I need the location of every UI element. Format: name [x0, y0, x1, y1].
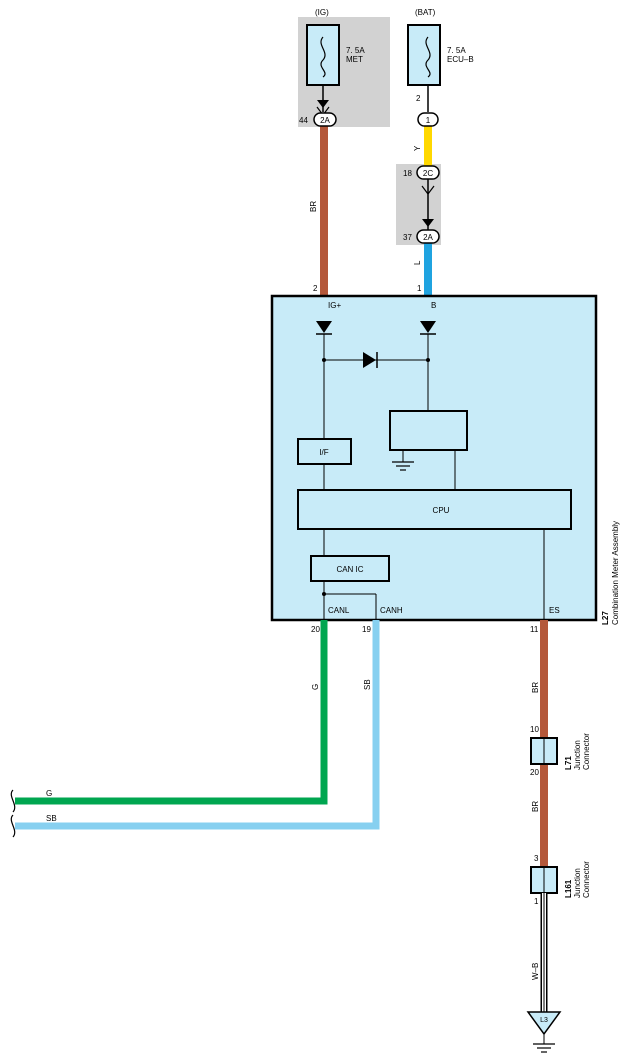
connector-1-bat — [417, 112, 439, 127]
connector-2a-ig-pin: 44 — [299, 116, 308, 125]
junction-l161-pin-bottom: 1 — [534, 897, 539, 906]
connector-2a-bat — [416, 229, 440, 244]
bat-fuse-name: ECU–B — [447, 55, 474, 64]
wire-label-l: L — [413, 260, 422, 265]
wire-sb-canh — [15, 620, 380, 830]
fuse-ecub-box — [407, 24, 441, 86]
meter-pin-b: 1 — [417, 284, 422, 293]
wire-label-wb: W–B — [531, 963, 540, 980]
meter-label-es: ES — [549, 606, 560, 615]
meter-label-canh: CANH — [380, 606, 403, 615]
connector-2a-ig — [313, 112, 337, 127]
wire-label-br-bottom-2: BR — [531, 801, 540, 812]
junction-l161-name-2: Connector — [582, 861, 591, 898]
connector-2c-pin: 18 — [403, 169, 412, 178]
junction-l71-name-1: Junction — [573, 740, 582, 770]
meter-name: Combination Meter Assembly — [611, 521, 620, 625]
bat-pin-2: 2 — [416, 94, 421, 103]
can-junction-dot — [322, 592, 326, 596]
ig-source-label: (IG) — [315, 8, 329, 17]
fuse-met-icon — [320, 36, 326, 78]
meter-pin-es: 11 — [530, 625, 539, 634]
bat-source-label: (BAT) — [415, 8, 436, 17]
connector-1-bat-code: 1 — [426, 116, 431, 125]
ground-point-l3 — [526, 1011, 562, 1036]
junction-dot-b — [426, 358, 430, 362]
junction-l71-pin-top: 10 — [530, 725, 539, 734]
fuse-ecub-icon — [425, 36, 431, 78]
wire-label-sb-vertical: SB — [363, 679, 372, 690]
meter-pin-canh: 19 — [362, 625, 371, 634]
regulator-box — [389, 410, 468, 451]
meter-pin-ig: 2 — [313, 284, 318, 293]
connector-2c — [416, 165, 440, 180]
wire-label-br-bottom-1: BR — [531, 682, 540, 693]
connector-2a-bat-code: 2A — [423, 233, 433, 242]
meter-pin-canl: 20 — [311, 625, 320, 634]
wire-label-y: Y — [413, 145, 422, 151]
diode-bridge-icon — [363, 352, 376, 368]
diode-ig-icon — [316, 321, 332, 333]
wire-label-br-top: BR — [309, 201, 318, 212]
junction-l161-pin-top: 3 — [534, 854, 539, 863]
connector-2a-bat-pin: 37 — [403, 233, 412, 242]
ig-fuse-rating: 7. 5A — [346, 46, 365, 55]
ig-connector-arrow-icon — [317, 100, 329, 108]
bat-fuse-rating: 7. 5A — [447, 46, 466, 55]
meter-code: L27 — [601, 611, 610, 625]
meter-label-canl: CANL — [328, 606, 350, 615]
break-mark-g-icon — [10, 789, 16, 813]
if-box — [297, 438, 352, 465]
ground-point-code: L3 — [540, 1017, 548, 1024]
can-ic-label: CAN IC — [336, 565, 363, 574]
wire-label-g-vertical: G — [311, 684, 320, 690]
junction-l161-name-1: Junction — [573, 868, 582, 898]
junction-dot-ig — [322, 358, 326, 362]
cpu-box — [297, 489, 572, 530]
wire-g-canl — [15, 620, 328, 805]
ig-fuse-name: MET — [346, 55, 363, 64]
connector-2c-code: 2C — [423, 169, 433, 178]
meter-label-b: B — [431, 301, 436, 310]
diode-b-icon — [420, 321, 436, 333]
junction-l161-code: L161 — [564, 879, 573, 898]
fuse-met-box — [306, 24, 340, 86]
meter-label-ig: IG+ — [328, 301, 341, 310]
connector-2a-ig-code: 2A — [320, 116, 330, 125]
connector-2c-chevron-icon — [421, 185, 435, 195]
can-ic-box — [310, 555, 390, 582]
wire-label-g-horizontal: G — [46, 789, 52, 798]
connector-2a-arrow-icon — [422, 219, 434, 227]
if-label: I/F — [319, 448, 328, 457]
junction-l71-pin-bottom: 20 — [530, 768, 539, 777]
junction-l71-code: L71 — [564, 756, 573, 770]
cpu-label: CPU — [433, 506, 450, 515]
wire-label-sb-horizontal: SB — [46, 814, 57, 823]
break-mark-sb-icon — [10, 814, 16, 838]
junction-l71-name-2: Connector — [582, 733, 591, 770]
